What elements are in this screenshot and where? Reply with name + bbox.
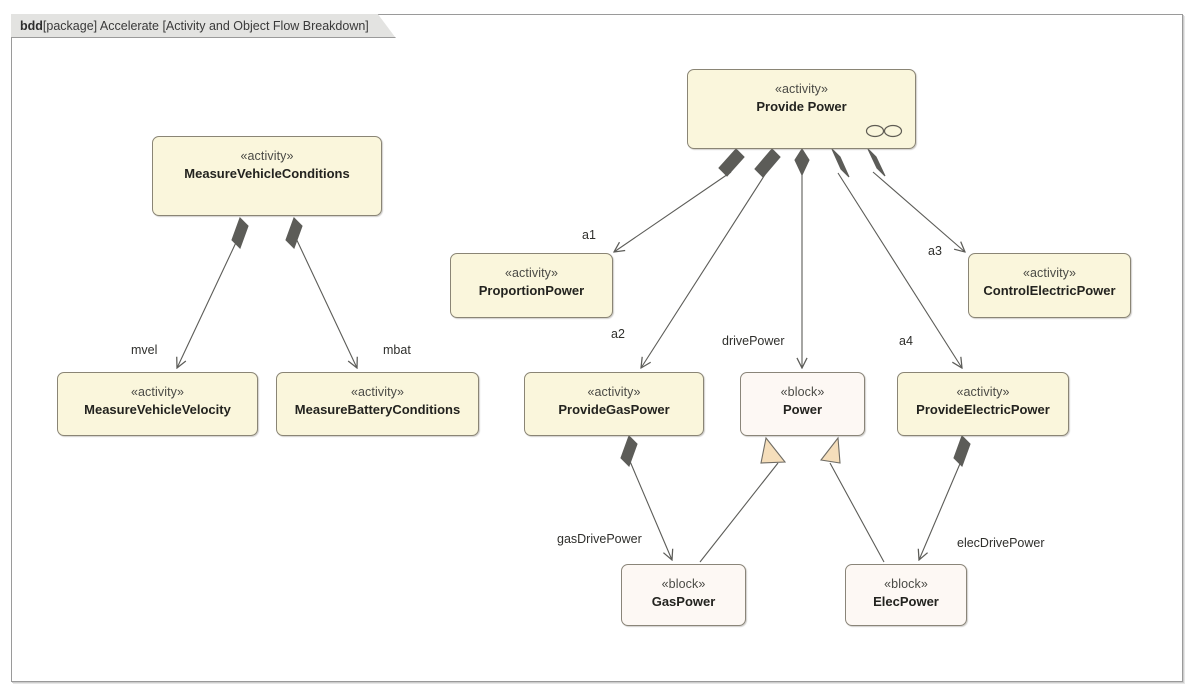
node-elec-power[interactable]: «block» ElecPower	[845, 564, 967, 626]
node-name: ProvideElectricPower	[916, 402, 1050, 417]
node-stereotype: «activity»	[587, 385, 641, 399]
edge-label-elec-drive-power: elecDrivePower	[957, 536, 1045, 550]
node-name: MeasureVehicleConditions	[184, 166, 350, 181]
node-measure-vehicle-velocity[interactable]: «activity» MeasureVehicleVelocity	[57, 372, 258, 436]
diagram-kind-label: bdd	[20, 18, 43, 33]
node-name: Power	[782, 402, 822, 417]
node-measure-battery-conditions[interactable]: «activity» MeasureBatteryConditions	[276, 372, 479, 436]
node-provide-gas-power[interactable]: «activity» ProvideGasPower	[524, 372, 704, 436]
node-stereotype: «block»	[884, 577, 928, 591]
edge-label-gas-drive-power: gasDrivePower	[557, 532, 642, 546]
edge-label-a2: a2	[611, 327, 625, 341]
node-stereotype: «activity»	[956, 385, 1010, 399]
node-stereotype: «activity»	[240, 149, 294, 163]
edge-label-a3: a3	[928, 244, 942, 258]
node-provide-electric-power[interactable]: «activity» ProvideElectricPower	[897, 372, 1069, 436]
node-proportion-power[interactable]: «activity» ProportionPower	[450, 253, 613, 318]
edge-label-drive-power: drivePower	[722, 334, 785, 348]
node-name: ProvideGasPower	[558, 402, 670, 417]
edge-label-a4: a4	[899, 334, 913, 348]
node-measure-vehicle-conditions[interactable]: «activity» MeasureVehicleConditions	[152, 136, 382, 216]
node-stereotype: «activity»	[1022, 266, 1077, 280]
node-power[interactable]: «block» Power	[740, 372, 865, 436]
node-control-electric-power[interactable]: «activity» ControlElectricPower	[968, 253, 1131, 318]
diagram-qualifier-label: [package] Accelerate [Activity and Objec…	[42, 18, 369, 33]
node-stereotype: «activity»	[774, 82, 829, 96]
node-name: ElecPower	[873, 594, 939, 609]
node-gas-power[interactable]: «block» GasPower	[621, 564, 746, 626]
node-name: MeasureBatteryConditions	[294, 402, 461, 417]
edge-label-a1: a1	[582, 228, 596, 242]
node-name: GasPower	[651, 594, 716, 609]
edge-label-mbat: mbat	[383, 343, 411, 357]
diagram-frame	[11, 14, 1183, 682]
edge-label-mvel: mvel	[131, 343, 158, 357]
node-name: Provide Power	[756, 99, 847, 114]
node-stereotype: «activity»	[130, 385, 185, 399]
node-stereotype: «activity»	[350, 385, 405, 399]
diagram-frame-header: bdd[package] Accelerate [Activity and Ob…	[11, 14, 396, 38]
node-name: MeasureVehicleVelocity	[84, 402, 231, 417]
activity-behavior-icon	[865, 124, 903, 138]
node-stereotype: «activity»	[504, 266, 559, 280]
node-stereotype: «block»	[780, 385, 825, 399]
node-stereotype: «block»	[661, 577, 706, 591]
node-provide-power[interactable]: «activity» Provide Power	[687, 69, 916, 149]
node-name: ProportionPower	[478, 283, 585, 298]
node-name: ControlElectricPower	[983, 283, 1116, 298]
